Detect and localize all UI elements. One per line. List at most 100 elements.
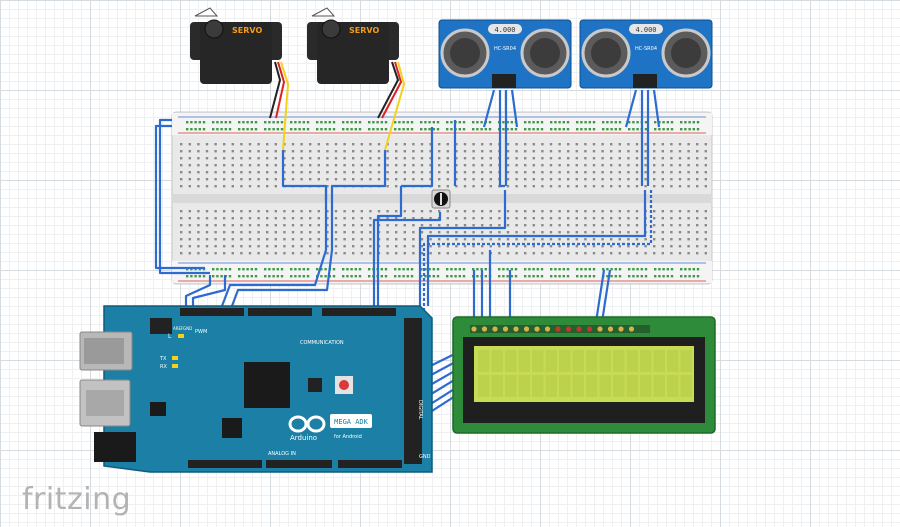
- terminal-hole: [214, 171, 217, 174]
- lcd-pin: [502, 326, 509, 332]
- terminal-hole: [455, 157, 458, 160]
- terminal-hole: [429, 245, 432, 248]
- terminal-hole: [635, 224, 639, 227]
- terminal-hole: [524, 178, 527, 181]
- rail-hole: [368, 128, 371, 131]
- terminal-hole: [455, 150, 458, 153]
- label-tx: TX: [159, 356, 167, 362]
- terminal-hole: [472, 164, 475, 167]
- terminal-hole: [266, 231, 269, 234]
- terminal-hole: [231, 217, 234, 220]
- header-bottom-analog-2: [338, 460, 402, 468]
- logo-text: Arduino: [290, 434, 317, 442]
- terminal-hole: [360, 245, 363, 248]
- terminal-hole: [549, 150, 553, 153]
- terminal-hole: [266, 252, 269, 255]
- potentiometer[interactable]: [431, 189, 451, 209]
- terminal-hole: [627, 150, 630, 153]
- servo-1-horn: [194, 7, 219, 17]
- terminal-hole: [274, 217, 277, 220]
- terminal-hole: [506, 157, 510, 160]
- terminal-hole: [377, 171, 381, 174]
- terminal-hole: [248, 217, 252, 220]
- ultrasonic-sensor-1[interactable]: 4.000 HC-SR04: [438, 19, 572, 89]
- terminal-hole: [575, 164, 578, 167]
- terminal-hole: [334, 143, 338, 146]
- terminal-hole: [635, 245, 639, 248]
- rail-hole: [194, 275, 197, 278]
- terminal-hole: [248, 252, 252, 255]
- rail-hole: [458, 121, 461, 124]
- terminal-hole: [532, 217, 535, 220]
- terminal-hole: [696, 217, 699, 220]
- rail-hole: [298, 275, 301, 278]
- terminal-hole: [197, 252, 200, 255]
- lcd-cell: [586, 350, 598, 372]
- terminal-hole: [266, 143, 269, 146]
- rail-hole: [592, 128, 596, 131]
- terminal-hole: [575, 252, 578, 255]
- terminal-hole: [274, 178, 277, 181]
- servo-2[interactable]: SERVO: [307, 7, 399, 84]
- terminal-hole: [360, 171, 363, 174]
- rail-hole: [524, 275, 527, 278]
- rail-hole: [372, 128, 375, 131]
- rail-hole: [302, 128, 305, 131]
- terminal-hole: [687, 231, 690, 234]
- terminal-hole: [558, 252, 561, 255]
- rail-hole: [562, 128, 565, 131]
- terminal-hole: [300, 171, 303, 174]
- rail-hole: [658, 128, 661, 131]
- terminal-hole: [231, 171, 234, 174]
- terminal-hole: [446, 164, 449, 167]
- terminal-hole: [463, 238, 467, 241]
- ultrasonic-sensor-2[interactable]: 4.000 HC-SR04: [579, 19, 713, 89]
- terminal-hole: [334, 238, 338, 241]
- terminal-hole: [670, 164, 673, 167]
- terminal-hole: [205, 185, 209, 188]
- terminal-hole: [506, 150, 510, 153]
- terminal-hole: [240, 217, 243, 220]
- servo-2-gear: [321, 19, 341, 39]
- terminal-hole: [704, 238, 707, 241]
- terminal-hole: [644, 164, 647, 167]
- terminal-hole: [489, 245, 492, 248]
- terminal-hole: [498, 252, 501, 255]
- terminal-hole: [180, 164, 183, 167]
- terminal-hole: [214, 231, 217, 234]
- rail-hole: [254, 275, 258, 278]
- rail-hole: [506, 275, 509, 278]
- rail-hole: [220, 268, 223, 271]
- terminal-hole: [704, 224, 707, 227]
- terminal-hole: [627, 210, 630, 213]
- rail-hole: [380, 121, 383, 124]
- rail-hole: [532, 121, 535, 124]
- terminal-hole: [627, 252, 630, 255]
- rail-hole: [398, 128, 401, 131]
- terminal-hole: [214, 224, 217, 227]
- logo-loop-right: [306, 415, 326, 433]
- arduino-mega-adk[interactable]: L TX RX PWM AREF GND COMMUNICATION ANALO…: [79, 305, 433, 473]
- terminal-hole: [584, 171, 587, 174]
- terminal-hole: [266, 185, 269, 188]
- terminal-hole: [205, 210, 209, 213]
- terminal-hole: [317, 238, 320, 241]
- terminal-hole: [592, 157, 596, 160]
- terminal-hole: [343, 143, 346, 146]
- terminal-hole: [455, 238, 458, 241]
- terminal-hole: [532, 210, 535, 213]
- terminal-hole: [429, 171, 432, 174]
- terminal-hole: [618, 143, 621, 146]
- terminal-hole: [575, 245, 578, 248]
- wire-lcd-5: [594, 269, 606, 323]
- terminal-hole: [506, 231, 510, 234]
- rail-hole: [436, 268, 440, 271]
- servo-1[interactable]: SERVO: [190, 7, 282, 84]
- terminal-hole: [403, 178, 406, 181]
- rail-hole: [558, 275, 561, 278]
- terminal-hole: [240, 185, 243, 188]
- lcd-16x2[interactable]: [452, 316, 716, 434]
- terminal-hole: [317, 157, 320, 160]
- terminal-hole: [532, 150, 535, 153]
